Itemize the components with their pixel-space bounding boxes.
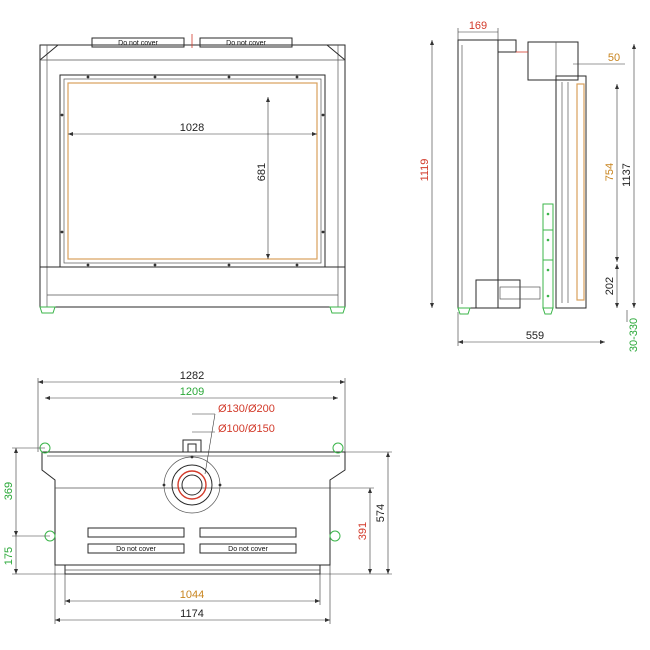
dim-681: 681 (256, 163, 268, 181)
side-body (457, 39, 499, 309)
top-flue-red (177, 470, 207, 500)
side-view: 169 50 1119 754 1137 202 559 30-330 (419, 20, 640, 352)
dim-754: 754 (604, 163, 616, 181)
top-casing (41, 451, 346, 566)
dim-flue-outer: Ø130/Ø200 (218, 403, 275, 415)
dim-50: 50 (608, 52, 620, 64)
front-foot-left (39, 306, 56, 314)
dim-559: 559 (526, 330, 544, 342)
front-frame (59, 74, 326, 268)
front-view: Do not cover Do not cover 1028 681 (39, 34, 346, 314)
top-label-left: Do not cover (116, 546, 156, 553)
front-glass (67, 82, 318, 260)
dim-30-330: 30-330 (628, 318, 640, 352)
dim-1044: 1044 (180, 589, 204, 601)
top-label-right: Do not cover (228, 546, 268, 553)
dim-574: 574 (375, 504, 387, 522)
dim-202: 202 (604, 277, 616, 295)
side-glass (576, 83, 585, 301)
top-view: Do not cover Do not cover 1282 1209 Ø130… (3, 370, 392, 624)
dim-1028: 1028 (180, 122, 204, 134)
dim-169: 169 (469, 20, 487, 32)
front-casing (39, 44, 346, 308)
dim-flue-inner: Ø100/Ø150 (218, 423, 275, 435)
dim-391: 391 (357, 522, 369, 540)
dim-1209: 1209 (180, 386, 204, 398)
side-flue (527, 41, 579, 81)
side-bracket (542, 203, 554, 309)
dim-369: 369 (3, 482, 15, 500)
side-frame (555, 75, 587, 309)
dim-1174: 1174 (180, 608, 204, 620)
dim-175: 175 (3, 547, 15, 565)
dim-1119: 1119 (419, 159, 431, 182)
front-label-left: Do not cover (118, 40, 158, 47)
front-foot-right (329, 306, 346, 314)
dim-1282: 1282 (180, 370, 204, 382)
front-label-right: Do not cover (226, 40, 266, 47)
dim-1137: 1137 (621, 163, 633, 187)
